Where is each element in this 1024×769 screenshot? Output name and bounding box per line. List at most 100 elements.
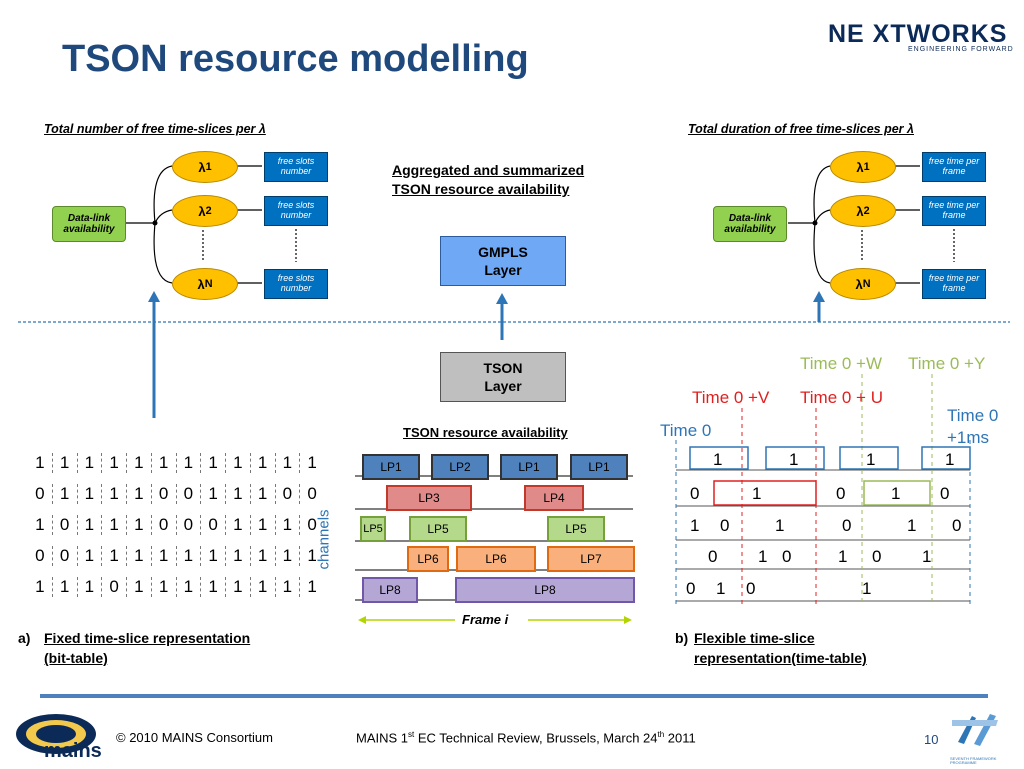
bit-cell: 1 [201, 545, 226, 566]
lambda-symbol: λ [856, 159, 864, 175]
bit-cell: 1 [102, 514, 127, 535]
bit-cell: 1 [127, 452, 152, 473]
page-number: 10 [924, 732, 939, 747]
lp-block: LP7 [547, 546, 635, 572]
right-tree-title: Total duration of free time-slices per λ [688, 122, 914, 136]
time-table-caption-2: representation(time-table) [694, 650, 867, 666]
time-slot-value: 0 [842, 516, 852, 535]
lambda-subscript: 1 [863, 161, 870, 173]
lambda-subscript: 1 [205, 161, 212, 173]
time-slot-value: 0 [940, 484, 950, 503]
time-slot-value: 1 [758, 547, 768, 566]
tson-label-1: TSON [483, 359, 523, 376]
left-tree-connectors [124, 165, 297, 284]
bit-cell: 1 [127, 483, 152, 504]
lp-block: LP1 [500, 454, 558, 480]
frame-label: Frame i [462, 612, 509, 627]
time-slot-value: 1 [866, 450, 876, 469]
bit-cell: 1 [226, 483, 251, 504]
lp-block: LP3 [386, 485, 472, 511]
time-slot-value: 0 [782, 547, 792, 566]
time-slot-value: 1 [775, 516, 785, 535]
gmpls-label-1: GMPLS [478, 243, 528, 260]
lambda-subscript: 2 [205, 205, 212, 217]
bit-cell: 1 [251, 545, 276, 566]
right-tree-node [812, 220, 818, 226]
time-slot-value: 1 [891, 484, 901, 503]
time-slot-value: 0 [690, 484, 700, 503]
bit-cell: 1 [78, 452, 103, 473]
left-data-link-box: Data-link availability [52, 206, 126, 242]
bit-cell: 1 [102, 483, 127, 504]
marker-time-0: Time 0 [660, 421, 712, 440]
time-slot-value: 1 [922, 547, 932, 566]
bit-cell: 0 [276, 483, 301, 504]
bit-cell: 0 [201, 514, 226, 535]
time-slot-value: 1 [945, 450, 955, 469]
bit-cell: 1 [152, 452, 177, 473]
bit-cell: 1 [307, 452, 317, 472]
bit-cell: 1 [78, 576, 103, 597]
left-tree-node [152, 220, 158, 226]
bit-cell: 0 [307, 483, 317, 503]
lp-block: LP2 [431, 454, 489, 480]
lp-block: LP1 [362, 454, 420, 480]
time-slot-value: 0 [708, 547, 718, 566]
bit-cell: 0 [177, 514, 202, 535]
bit-cell: 0 [53, 545, 78, 566]
bit-cell: 0 [102, 576, 127, 597]
marker-time-1ms-line-1: Time 0 [947, 406, 999, 425]
nextworks-tagline: ENGINEERING FORWARD [908, 46, 1014, 53]
left-free-slots-box-1: free slots number [264, 152, 328, 182]
bit-cell: 1 [177, 452, 202, 473]
lambda-symbol: λ [855, 276, 863, 292]
up-arrows [148, 291, 825, 418]
bit-cell: 0 [177, 483, 202, 504]
lp-block: LP8 [362, 577, 418, 603]
marker-time-y: Time 0 +Y [908, 354, 986, 373]
time-slot-value: 1 [838, 547, 848, 566]
bit-cell: 1 [127, 514, 152, 535]
time-slot-value: 1 [862, 579, 872, 598]
bit-cell: 0 [28, 545, 53, 566]
time-table-slots [689, 446, 971, 506]
time-slot-value: 1 [789, 450, 799, 469]
time-slot-value: 1 [907, 516, 917, 535]
time-slot-value: 0 [952, 516, 962, 535]
lp-block: LP1 [570, 454, 628, 480]
marker-time-1ms-line-2: +1ms [947, 428, 990, 447]
footer-review-sup: th [657, 730, 665, 739]
bit-cell: 1 [251, 452, 276, 473]
marker-time-w: Time 0 +W [800, 354, 883, 373]
aggregated-line-2: TSON resource availability [392, 181, 570, 197]
slide-title: TSON resource modelling [62, 38, 529, 80]
time-slot-value: 1 [716, 579, 726, 598]
bit-cell: 1 [226, 514, 251, 535]
footer-review-part: MAINS 1 [356, 730, 409, 746]
frame-arrow [358, 616, 632, 624]
lp-block: LP8 [455, 577, 635, 603]
right-free-time-box-2: free time per frame [922, 196, 986, 226]
bit-cell: 1 [152, 576, 177, 597]
time-table-lines [676, 469, 970, 602]
mains-logo-graphic [16, 714, 96, 754]
bit-cell: 1 [201, 576, 226, 597]
left-free-slots-box-2: free slots number [264, 196, 328, 226]
left-free-slots-box-n: free slots number [264, 269, 328, 299]
bit-cell: 1 [78, 545, 103, 566]
availability-title: TSON resource availability [403, 425, 568, 440]
bit-cell: 1 [78, 514, 103, 535]
time-slot-value: 0 [872, 547, 882, 566]
bit-cell: 0 [307, 514, 317, 534]
bit-cell: 1 [226, 545, 251, 566]
lp-block: LP6 [407, 546, 449, 572]
bit-cell: 1 [177, 545, 202, 566]
lambda-symbol: λ [197, 276, 205, 292]
mains-logo-text: mains [44, 740, 102, 762]
